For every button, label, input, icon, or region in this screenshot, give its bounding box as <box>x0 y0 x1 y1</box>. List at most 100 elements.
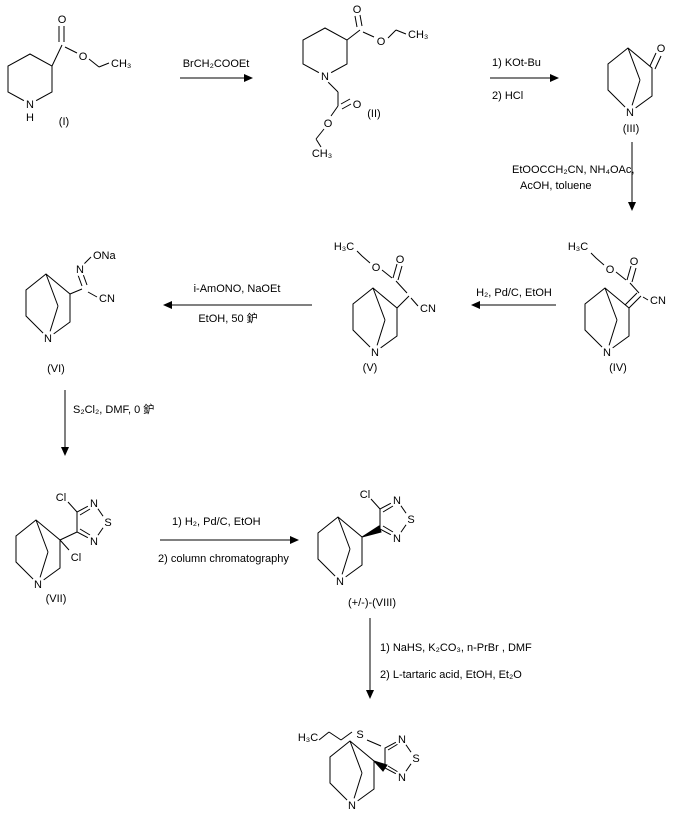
atom-label-backing <box>408 751 422 765</box>
compound-label: (II) <box>367 108 380 120</box>
stereo-wedge-bond <box>372 759 388 772</box>
reagent-text: 2) HCl <box>492 90 523 102</box>
atom-label-o: O <box>606 264 615 276</box>
atom-label-n: N <box>44 333 52 345</box>
reaction-step-5: i-AmONO, NaOEt EtOH, 50 鈩 <box>163 283 312 325</box>
atom-label-h3c: H₃C <box>568 241 588 253</box>
atom-label-n: N <box>76 264 84 276</box>
atom-label-n: N <box>26 99 34 111</box>
compound-label: (IV) <box>609 362 627 374</box>
atom-label-o: O <box>630 256 639 268</box>
atom-label-backing <box>395 770 409 784</box>
atom-label-n: N <box>336 576 344 588</box>
atom-label-backing <box>395 732 409 746</box>
atom-label-o: O <box>79 51 88 63</box>
atom-label-n: N <box>603 347 611 359</box>
atom-label-o: O <box>377 36 386 48</box>
atom-label-n: N <box>393 533 401 545</box>
reaction-step-6: S₂Cl₂, DMF, 0 鈩 <box>61 390 154 456</box>
atom-label-cn: CN <box>650 295 666 307</box>
atom-label-n: N <box>393 495 401 507</box>
atom-label-n: N <box>90 498 98 510</box>
compound-final: H₃C S N S N N <box>298 727 422 812</box>
atom-label-backing <box>390 493 404 507</box>
reaction-step-1: BrCH₂COOEt <box>180 58 253 82</box>
compound-VIII: Cl N S N N (+/-)-(VIII) <box>317 489 417 609</box>
compound-II: O O CH₃ N O O CH₃ (II) <box>302 4 428 160</box>
atom-label-backing <box>87 496 101 510</box>
reagent-text: 1) H₂, Pd/C, EtOH <box>172 516 261 528</box>
compound-VII: Cl N S N Cl N (VII) <box>15 492 114 605</box>
atom-label-n: N <box>34 579 42 591</box>
atom-label-h: H <box>26 112 34 124</box>
atom-label-backing <box>623 105 637 119</box>
atom-label-n: N <box>90 536 98 548</box>
atom-label-backing <box>87 534 101 548</box>
atom-label-s: S <box>412 753 419 765</box>
reagent-text: H₂, Pd/C, EtOH <box>476 287 552 299</box>
compound-label: (VII) <box>46 593 67 605</box>
atom-label-o: O <box>372 262 381 274</box>
atom-label-n: N <box>371 347 379 359</box>
reagent-text: BrCH₂COOEt <box>183 58 250 70</box>
atom-label-backing <box>600 345 614 359</box>
bond-lines <box>302 14 407 148</box>
compound-VI: ONa N CN N (VI) <box>25 250 117 375</box>
atom-label-o: O <box>396 254 405 266</box>
atom-label-o: O <box>324 118 333 130</box>
reagent-text: EtOOCCH₂CN, NH₄OAc, <box>512 164 634 176</box>
reaction-step-2: 1) KOt-Bu 2) HCl <box>490 57 559 102</box>
atom-label-backing <box>403 512 417 526</box>
atom-label-n: N <box>398 734 406 746</box>
compound-V: H₃C O O CN N (V) <box>334 241 436 374</box>
compound-I: O O CH₃ N H (I) <box>7 14 131 128</box>
reaction-step-3: EtOOCCH₂CN, NH₄OAc, AcOH, toluene <box>512 142 636 211</box>
compound-label: (I) <box>59 116 69 128</box>
atom-label-o: O <box>58 14 67 26</box>
compound-IV: H₃C O O CN N (IV) <box>568 241 666 374</box>
reagent-text: AcOH, toluene <box>520 180 592 192</box>
reagent-text: 2) column chromatography <box>158 553 289 565</box>
atom-label-backing <box>41 331 55 345</box>
atom-label-o: O <box>353 99 362 111</box>
compound-label: (III) <box>623 123 640 135</box>
compound-label: (VI) <box>47 363 65 375</box>
atom-label-n: N <box>398 772 406 784</box>
atom-label-backing <box>100 515 114 529</box>
atom-label-backing <box>23 97 37 111</box>
reagent-text: 1) KOt-Bu <box>492 57 541 69</box>
atom-label-o: O <box>353 4 362 16</box>
atom-label-s: S <box>356 729 363 741</box>
compound-label: (V) <box>363 362 378 374</box>
atom-label-ch3: CH₃ <box>312 148 332 160</box>
atom-label-h3c: H₃C <box>334 241 354 253</box>
atom-label-o: O <box>657 43 666 55</box>
atom-label-s: S <box>104 517 111 529</box>
reagent-text: EtOH, 50 鈩 <box>198 311 257 325</box>
atom-label-backing <box>345 798 359 812</box>
atom-label-backing <box>333 574 347 588</box>
reaction-step-7: 1) H₂, Pd/C, EtOH 2) column chromatograp… <box>158 516 299 565</box>
atom-label-backing <box>368 345 382 359</box>
atom-label-backing <box>390 531 404 545</box>
atom-label-ch3: CH₃ <box>111 58 131 70</box>
atom-label-n: N <box>626 107 634 119</box>
atom-label-h3c: H₃C <box>298 732 318 744</box>
reaction-step-4: H₂, Pd/C, EtOH <box>471 287 556 309</box>
reagent-text: 2) L-tartaric acid, EtOH, Et₂O <box>380 669 522 681</box>
reaction-step-8: 1) NaHS, K₂CO₃, n-PrBr , DMF 2) L-tartar… <box>366 618 532 699</box>
atom-label-backing <box>318 69 332 83</box>
atom-label-cl: Cl <box>71 552 81 564</box>
atom-label-backing <box>31 577 45 591</box>
reagent-text: 1) NaHS, K₂CO₃, n-PrBr , DMF <box>380 642 532 654</box>
reagent-text: i-AmONO, NaOEt <box>194 283 281 295</box>
stereo-wedge-bond <box>361 525 382 538</box>
atom-label-ch3: CH₃ <box>408 29 428 41</box>
bond-lines <box>584 252 649 353</box>
atom-label-cl: Cl <box>360 489 370 501</box>
atom-label-backing <box>73 262 87 276</box>
atom-label-cn: CN <box>99 293 115 305</box>
compound-III: O N (III) <box>607 43 666 135</box>
